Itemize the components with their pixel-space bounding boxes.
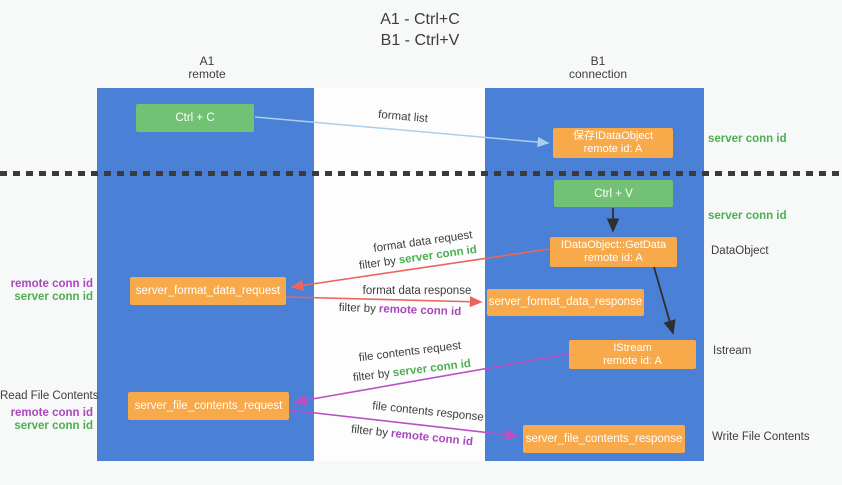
node-format-response-label: server_format_data_response: [488, 296, 643, 308]
left-label-server-conn-id-lower: server conn id: [14, 420, 93, 432]
column-a1-name: A1: [199, 54, 215, 68]
phase-separator-dotted-line: [0, 171, 842, 176]
title-line-a1: A1 - Ctrl+C: [380, 11, 460, 28]
column-b1-name: B1: [590, 54, 606, 68]
diagram-title: A1 - Ctrl+C B1 - Ctrl+V: [300, 9, 540, 51]
node-istream-line2: remote id: A: [603, 354, 662, 367]
right-label-server-conn-id-top: server conn id: [708, 133, 787, 145]
filter-by-text: filter by: [338, 301, 377, 316]
right-label-dataobject: DataObject: [711, 245, 769, 257]
node-server-file-contents-response: server_file_contents_response: [523, 425, 685, 453]
left-label-remote-conn-id-lower: remote conn id: [10, 407, 93, 419]
node-idataobject-getdata: IDataObject::GetData remote id: A: [550, 237, 677, 267]
node-istream-line1: IStream: [613, 341, 652, 354]
node-server-format-data-request: server_format_data_request: [130, 277, 286, 305]
column-a1-subtitle: remote: [188, 67, 226, 81]
column-b1-subtitle: connection: [568, 67, 628, 81]
left-label-remote-conn-id-upper: remote conn id: [10, 278, 93, 290]
node-file-request-label: server_file_contents_request: [134, 399, 283, 412]
column-header-b1: B1 connection: [528, 55, 668, 81]
title-line-b1: B1 - Ctrl+V: [380, 32, 460, 49]
node-save-idataobject-line1: 保存IDataObject: [572, 130, 654, 142]
node-save-idataobject-line2: remote id: A: [583, 143, 643, 155]
label-format-data-response: format data response: [362, 285, 472, 297]
node-format-request-label: server_format_data_request: [135, 284, 281, 297]
left-label-read-file-contents: Read File Contents: [0, 390, 99, 402]
node-getdata-line2: remote id: A: [584, 252, 643, 264]
node-ctrl-c: Ctrl + C: [136, 104, 254, 132]
node-ctrl-v-label: Ctrl + V: [594, 187, 633, 200]
right-label-istream: Istream: [713, 345, 752, 357]
node-server-format-data-response: server_format_data_response: [487, 289, 644, 316]
node-ctrl-v: Ctrl + V: [554, 180, 673, 207]
node-server-file-contents-request: server_file_contents_request: [128, 392, 289, 420]
node-getdata-line1: IDataObject::GetData: [560, 239, 667, 251]
right-label-server-conn-id-mid: server conn id: [708, 210, 787, 222]
node-ctrl-c-label: Ctrl + C: [175, 112, 215, 124]
right-label-write-file-contents: Write File Contents: [712, 431, 810, 443]
node-save-idataobject: 保存IDataObject remote id: A: [553, 128, 673, 158]
left-label-server-conn-id-upper: server conn id: [14, 291, 93, 303]
node-file-response-label: server_file_contents_response: [525, 432, 683, 445]
node-istream: IStream remote id: A: [569, 340, 696, 369]
column-header-a1: A1 remote: [137, 55, 277, 81]
